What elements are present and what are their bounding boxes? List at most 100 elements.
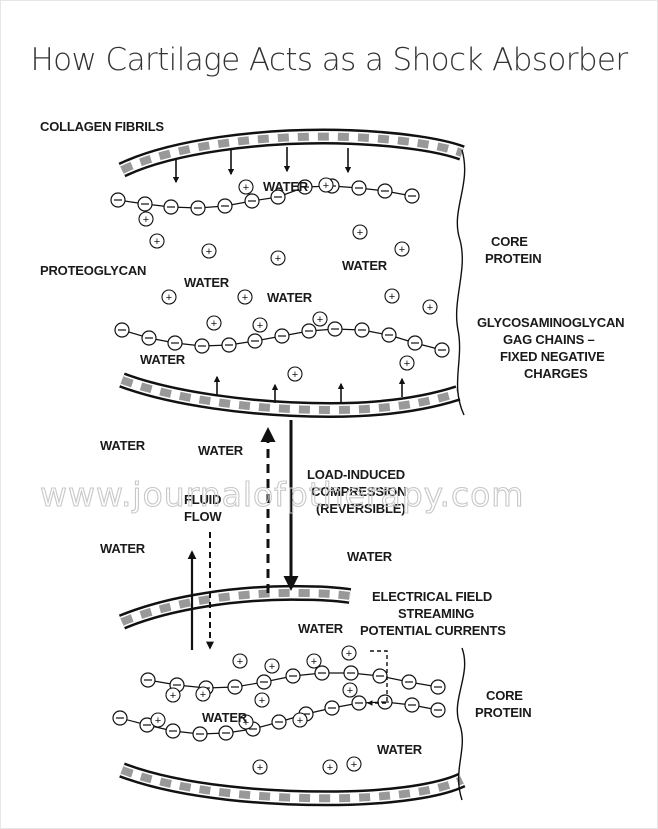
svg-text:+: + [257, 762, 263, 774]
negative-charge-circle [382, 328, 396, 342]
svg-text:+: + [211, 318, 217, 330]
positive-charge-icon: + [293, 713, 307, 727]
svg-text:+: + [259, 695, 265, 707]
negative-charge-circle [142, 331, 156, 345]
water-label: WATER [140, 352, 186, 367]
svg-text:+: + [317, 314, 323, 326]
label-electrical-2: STREAMING [398, 606, 474, 621]
svg-text:+: + [404, 358, 410, 370]
svg-text:+: + [269, 661, 275, 673]
positive-charge-icon: + [319, 178, 333, 192]
svg-text:+: + [327, 762, 333, 774]
negative-charge-circle [111, 193, 125, 207]
svg-text:+: + [297, 715, 303, 727]
negative-charge-circle [168, 336, 182, 350]
negative-charge-circle [315, 666, 329, 680]
water-label: WATER [198, 443, 244, 458]
negative-charge-circle [193, 727, 207, 741]
water-label: WATER [267, 290, 313, 305]
svg-text:+: + [275, 253, 281, 265]
negative-charge-circle [355, 323, 369, 337]
negative-charge-circle [219, 726, 233, 740]
svg-text:+: + [346, 648, 352, 660]
label-gag-3: FIXED NEGATIVE [500, 349, 605, 364]
water-label: WATER [377, 742, 423, 757]
watermark: www.journalofptherapy.com [40, 475, 524, 514]
negative-charge-circle [352, 181, 366, 195]
positive-charge-icon: + [271, 251, 285, 265]
positive-charge-icon: + [395, 242, 409, 256]
negative-charge-circle [166, 724, 180, 738]
water-label: WATER [263, 179, 309, 194]
positive-charge-icon: + [255, 693, 269, 707]
svg-text:+: + [292, 369, 298, 381]
label-gag-2: GAG CHAINS – [503, 332, 595, 347]
label-proteoglycan: PROTEOGLYCAN [40, 263, 146, 278]
negative-charge-circle [302, 324, 316, 338]
positive-charge-icon: + [342, 646, 356, 660]
svg-text:+: + [399, 244, 405, 256]
water-label: WATER [184, 275, 230, 290]
label-core-protein-bottom-2: PROTEIN [475, 705, 531, 720]
positive-charge-icon: + [239, 180, 253, 194]
positive-charge-icon: + [162, 290, 176, 304]
negative-charge-circle [378, 695, 392, 709]
negative-charge-circle [248, 334, 262, 348]
negative-charge-circle [373, 669, 387, 683]
negative-charge-circle [435, 343, 449, 357]
collagen-band-lower [122, 593, 350, 622]
svg-text:+: + [427, 302, 433, 314]
svg-text:+: + [323, 180, 329, 192]
negative-charge-circle [328, 322, 342, 336]
water-label: WATER [347, 549, 393, 564]
svg-text:+: + [243, 182, 249, 194]
negative-charge-circle [164, 200, 178, 214]
negative-charge-circle [228, 680, 242, 694]
positive-charge-icon: + [385, 289, 399, 303]
svg-text:+: + [257, 320, 263, 332]
negative-charge-circle [195, 339, 209, 353]
negative-charge-circle [113, 711, 127, 725]
label-gag-1: GLYCOSAMINOGLYCAN [477, 315, 624, 330]
svg-text:+: + [170, 690, 176, 702]
water-label: WATER [100, 438, 146, 453]
label-core-protein-bottom-1: CORE [486, 688, 523, 703]
collagen-band-top [122, 137, 462, 170]
negative-charge-circle [325, 701, 339, 715]
positive-charge-icon: + [196, 687, 210, 701]
svg-text:+: + [347, 685, 353, 697]
positive-charge-icon: + [343, 683, 357, 697]
label-core-protein-top-2: PROTEIN [485, 251, 541, 266]
positive-charge-icon: + [253, 318, 267, 332]
negative-charge-circle [408, 336, 422, 350]
positive-charge-icon: + [353, 225, 367, 239]
water-label: WATER [100, 541, 146, 556]
water-label: WATER [202, 710, 248, 725]
negative-charge-circle [378, 184, 392, 198]
positive-charge-icon: + [238, 290, 252, 304]
negative-charge-circle [344, 666, 358, 680]
negative-charge-circle [115, 323, 129, 337]
svg-text:+: + [200, 689, 206, 701]
label-collagen-fibrils: COLLAGEN FIBRILS [40, 119, 164, 134]
negative-charge-circle [352, 696, 366, 710]
svg-text:+: + [206, 246, 212, 258]
negative-charge-circle [286, 669, 300, 683]
positive-charge-icon: + [139, 212, 153, 226]
negative-charge-circle [257, 675, 271, 689]
svg-text:+: + [242, 292, 248, 304]
arrows [176, 147, 402, 703]
label-core-protein-top-1: CORE [491, 234, 528, 249]
svg-text:+: + [389, 291, 395, 303]
negative-charge-circle [245, 194, 259, 208]
collagen-band-middle [122, 380, 458, 410]
svg-text:+: + [311, 656, 317, 668]
positive-charge-icon: + [150, 234, 164, 248]
negative-charge-circle [191, 201, 205, 215]
positive-charge-icon: + [253, 760, 267, 774]
positive-charge-icon: + [307, 654, 321, 668]
positive-charge-icon: + [166, 688, 180, 702]
negative-charge-circle [275, 329, 289, 343]
positive-charge-icon: + [347, 757, 361, 771]
positive-charge-icon: + [202, 244, 216, 258]
